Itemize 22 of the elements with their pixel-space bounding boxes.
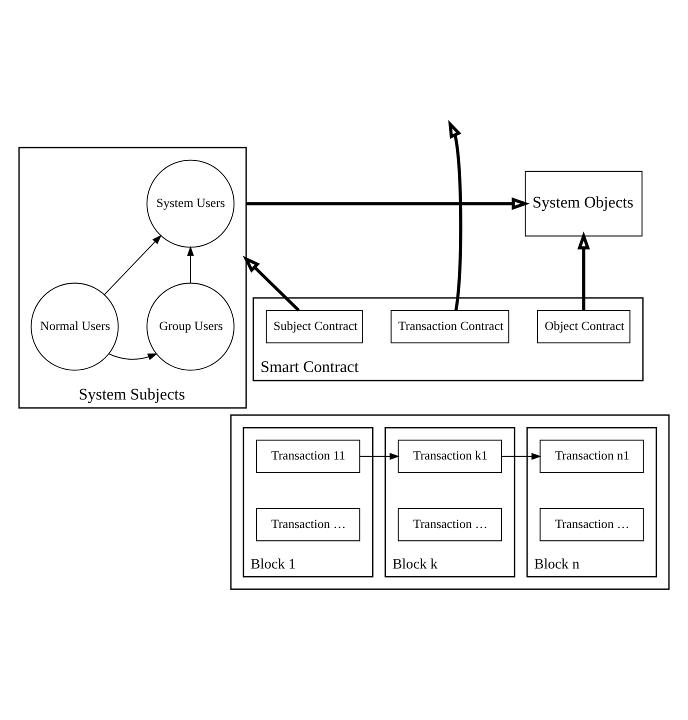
node-box: Subject Contract: [266, 310, 363, 344]
node-box: Transaction k1: [398, 440, 502, 473]
node-box: Transaction Contract: [390, 310, 510, 344]
arrow: [448, 120, 462, 310]
arrow: [187, 246, 194, 284]
cluster: [230, 414, 670, 590]
node-box: Transaction …: [256, 508, 360, 542]
arrow: [501, 452, 542, 460]
node-box: Transaction 11: [256, 440, 360, 473]
node-box: Object Contract: [537, 310, 630, 344]
arrow: [246, 197, 530, 210]
arrow: [108, 353, 158, 360]
node-box: Transaction …: [398, 508, 502, 542]
node-box: Transaction n1: [540, 440, 644, 473]
node-circle: System Users: [146, 160, 234, 248]
arrow: [104, 234, 162, 295]
arrow: [359, 452, 400, 460]
node-circle: Normal Users: [30, 282, 119, 371]
node-box: Transaction …: [540, 508, 644, 542]
arrow: [242, 256, 300, 312]
node-box: System Objects: [524, 170, 642, 236]
arrow: [577, 231, 590, 310]
